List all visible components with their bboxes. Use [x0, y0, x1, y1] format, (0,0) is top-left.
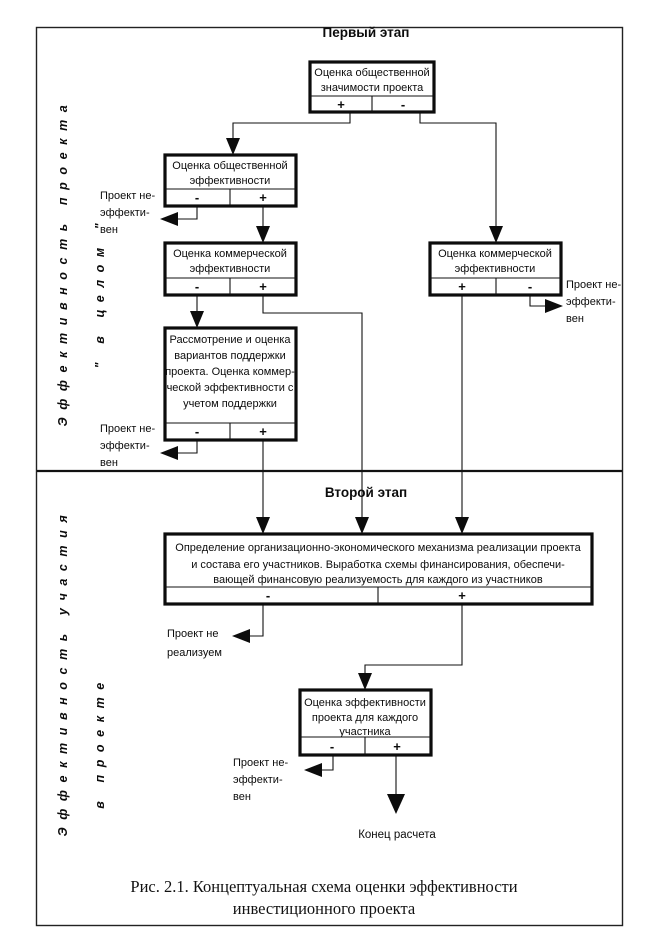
box-participant-line-1: Оценка эффективности — [304, 697, 426, 709]
stage-one-side-label-col1: Эффективность проекта — [56, 98, 70, 427]
box-commercial-left-left-sign[interactable]: - — [195, 279, 199, 294]
stage-one-side-label-inner: " в целом " — [93, 216, 107, 369]
note-ineffective-1: Проект не- эффекти- вен — [100, 190, 155, 236]
arrowhead-note-ineffective-4 — [304, 763, 322, 777]
note-ineffective-3-line-2: эффекти- — [100, 440, 150, 452]
box-commercial-right-left-sign[interactable]: + — [458, 279, 466, 294]
box-commercial-efficiency-right[interactable]: Оценка коммерческой эффективности + - — [428, 241, 563, 297]
edge-support-minus — [176, 440, 198, 454]
arrowhead-note-not-feasible — [232, 629, 250, 643]
box-participant-line-2: проекта для каждого — [312, 712, 418, 724]
note-ineffective-3-line-1: Проект не- — [100, 423, 155, 435]
stage-two-side-label-inner: в проекте — [93, 675, 107, 809]
figure-caption-line-2: инвестиционного проекта — [233, 899, 416, 918]
box-commercial-left-right-sign[interactable]: + — [259, 279, 267, 294]
note-ineffective-1-line-3: вен — [100, 224, 118, 236]
stage-one-side-label-col2: " в целом " — [93, 216, 107, 369]
box-support-line-3: проекта. Оценка коммер- — [165, 366, 295, 378]
arrowhead-to-participant-efficiency — [358, 673, 372, 690]
edge-public-eff-minus — [176, 206, 198, 220]
arrowhead-end-of-calculation — [387, 794, 405, 814]
box-support-line-2: вариантов поддержки — [174, 350, 285, 362]
note-ineffective-4-line-1: Проект не- — [233, 757, 288, 769]
edge-significance-minus — [419, 112, 497, 228]
box-public-significance-left-sign[interactable]: + — [337, 97, 345, 112]
note-ineffective-3: Проект не- эффекти- вен — [100, 423, 155, 469]
box-public-efficiency-line-2: эффективности — [190, 175, 271, 187]
stage-two-side-label-col2: в проекте — [93, 675, 107, 809]
box-support-right-sign[interactable]: + — [259, 424, 267, 439]
box-org-line-3: вающей финансовую реализуемость для кажд… — [213, 574, 543, 586]
stage-two-title: Второй этап — [325, 485, 407, 500]
note-ineffective-3-line-3: вен — [100, 457, 118, 469]
note-ineffective-4: Проект не- эффекти- вен — [233, 757, 288, 803]
arrowhead-note-ineffective-1 — [160, 212, 178, 226]
box-org-right-sign[interactable]: + — [458, 588, 466, 603]
arrowhead-to-support-options — [190, 311, 204, 328]
box-participant-left-sign[interactable]: - — [330, 739, 334, 754]
box-public-efficiency-line-1: Оценка общественной — [172, 160, 287, 172]
edge-org-minus — [248, 604, 264, 637]
edge-org-plus — [364, 604, 463, 675]
arrowhead-note-ineffective-2 — [545, 299, 563, 313]
box-org-economic-mechanism[interactable]: Определение организационно-экономическог… — [163, 532, 594, 606]
note-ineffective-2-line-1: Проект не- — [566, 279, 621, 291]
end-of-calculation-label: Конец расчета — [358, 829, 436, 841]
box-org-left-sign[interactable]: - — [266, 588, 270, 603]
edge-commercial-left-plus — [262, 295, 363, 519]
box-support-left-sign[interactable]: - — [195, 424, 199, 439]
note-ineffective-2-line-3: вен — [566, 313, 584, 325]
figure-caption-line-1: Рис. 2.1. Концептуальная схема оценки эф… — [130, 877, 517, 896]
box-org-line-1: Определение организационно-экономическог… — [175, 542, 581, 554]
box-support-line-1: Рассмотрение и оценка — [169, 334, 291, 346]
note-ineffective-1-line-1: Проект не- — [100, 190, 155, 202]
stage-two-side-label-outer: Эффективность участия — [56, 508, 70, 837]
box-commercial-right-line-2: эффективности — [455, 263, 536, 275]
arrowhead-to-commercial-right — [489, 226, 503, 243]
box-commercial-left-line-2: эффективности — [190, 263, 271, 275]
box-public-significance-line-2: значимости проекта — [321, 82, 424, 94]
edge-significance-plus — [232, 112, 351, 140]
note-not-feasible-line-2: реализуем — [167, 647, 222, 659]
box-public-efficiency[interactable]: Оценка общественной эффективности - + — [163, 153, 298, 208]
arrowhead-note-ineffective-3 — [160, 446, 178, 460]
note-ineffective-2: Проект не- эффекти- вен — [566, 279, 621, 325]
note-ineffective-4-line-3: вен — [233, 791, 251, 803]
box-public-significance-line-1: Оценка общественной — [314, 67, 429, 79]
box-commercial-right-right-sign[interactable]: - — [528, 279, 532, 294]
box-commercial-left-line-1: Оценка коммерческой — [173, 248, 287, 260]
box-public-efficiency-left-sign[interactable]: - — [195, 190, 199, 205]
note-not-feasible: Проект не реализуем — [167, 628, 222, 659]
arrowhead-mid-to-org-mechanism — [355, 517, 369, 534]
box-commercial-efficiency-left[interactable]: Оценка коммерческой эффективности - + — [163, 241, 298, 297]
box-public-significance-right-sign[interactable]: - — [401, 97, 405, 112]
note-ineffective-2-line-2: эффекти- — [566, 296, 616, 308]
edge-commercial-right-minus — [529, 295, 547, 307]
box-participant-line-3: участника — [339, 726, 391, 738]
box-participant-efficiency[interactable]: Оценка эффективности проекта для каждого… — [298, 688, 433, 757]
box-support-options[interactable]: Рассмотрение и оценка вариантов поддержк… — [163, 326, 298, 442]
box-org-line-2: и состава его участников. Выработка схем… — [191, 559, 565, 571]
box-participant-right-sign[interactable]: + — [393, 739, 401, 754]
note-ineffective-1-line-2: эффекти- — [100, 207, 150, 219]
box-commercial-right-line-1: Оценка коммерческой — [438, 248, 552, 260]
stage-one-side-label-outer: Эффективность проекта — [56, 98, 70, 427]
arrowhead-to-commercial-left — [256, 226, 270, 243]
edge-participant-minus — [320, 755, 334, 771]
page-frame — [35, 26, 624, 927]
box-support-line-4: ческой эффективности с — [167, 382, 294, 394]
box-public-significance[interactable]: Оценка общественной значимости проекта +… — [308, 60, 436, 114]
box-support-line-5: учетом поддержки — [183, 398, 277, 410]
arrowhead-left-to-org-mechanism — [256, 517, 270, 534]
arrowhead-to-public-efficiency — [226, 138, 240, 155]
note-ineffective-4-line-2: эффекти- — [233, 774, 283, 786]
arrowhead-right-to-org-mechanism — [455, 517, 469, 534]
stage-one-title: Первый этап — [323, 25, 410, 40]
stage-two-side-label-col1: Эффективность участия — [56, 508, 70, 837]
box-public-efficiency-right-sign[interactable]: + — [259, 190, 267, 205]
note-not-feasible-line-1: Проект не — [167, 628, 218, 640]
